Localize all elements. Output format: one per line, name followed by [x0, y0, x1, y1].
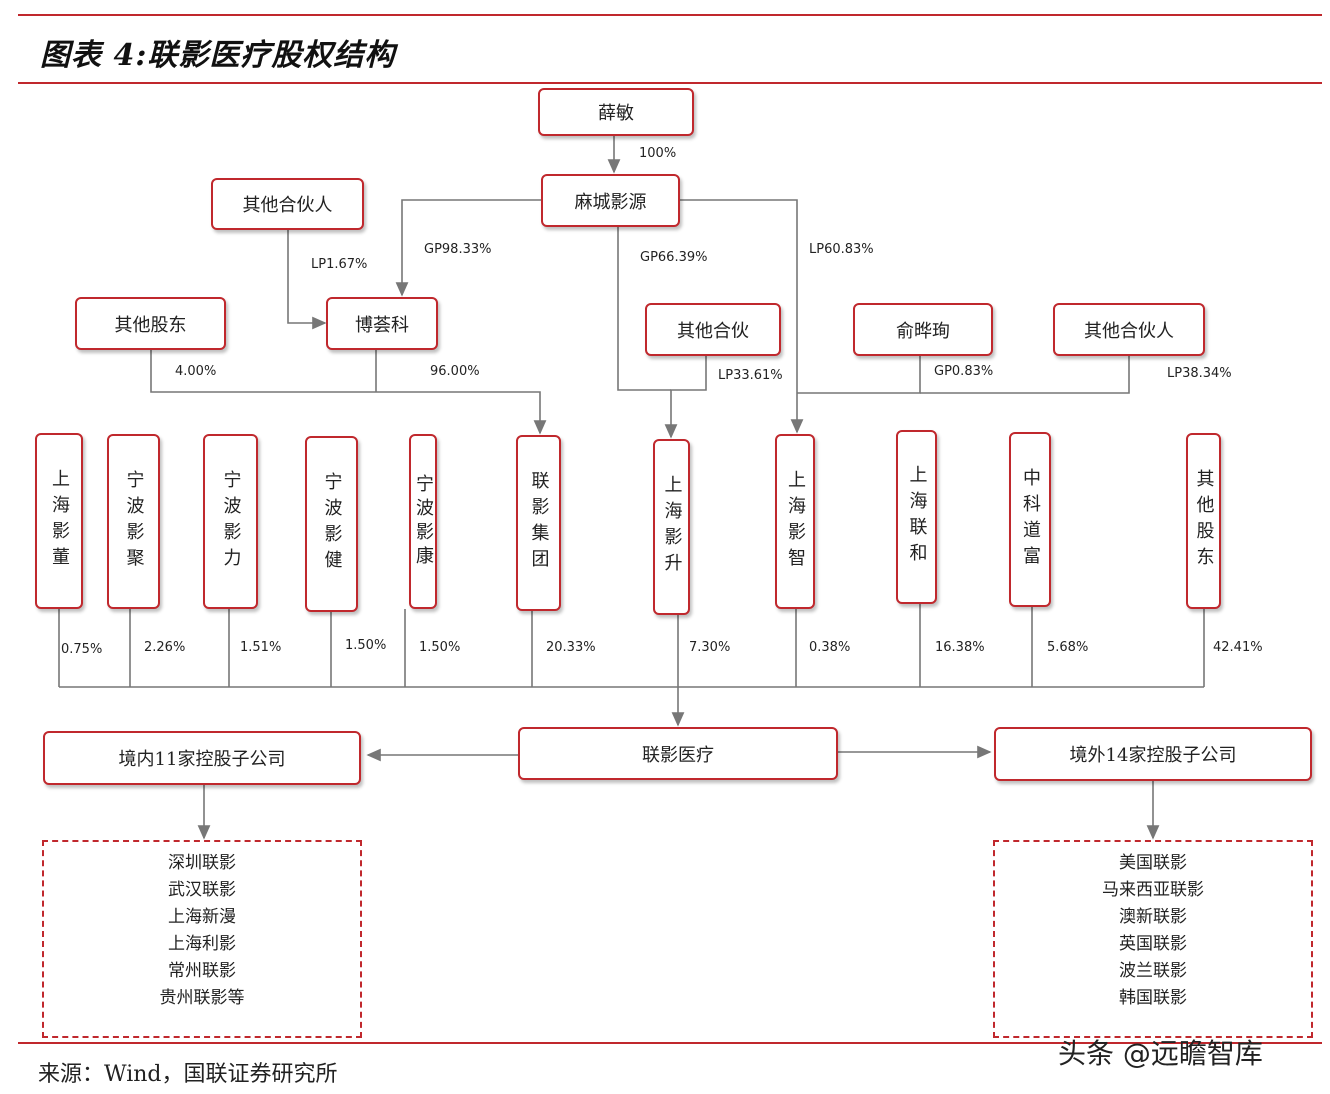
pct-lp-other3: LP38.34%	[1167, 366, 1232, 381]
line-group-merge	[150, 350, 547, 435]
node-nb-yingju: 宁波影聚	[107, 434, 160, 609]
pct-lp-yingzhi: LP60.83%	[809, 242, 874, 257]
node-overseas-subs: 境外14家控股子公司	[994, 727, 1312, 781]
node-nb-yingli: 宁波影力	[203, 434, 258, 609]
node-other-shareholders-2: 其他股东	[1186, 433, 1221, 609]
chart-title: 图表 4:联影医疗股权结构	[40, 38, 396, 73]
list-item: 澳新联影	[1119, 907, 1187, 927]
pct-nb-yingjian: 1.50%	[345, 638, 387, 653]
pct-lp-other-partners: LP1.67%	[311, 257, 368, 272]
list-item: 上海新漫	[168, 907, 236, 927]
top-rule	[18, 14, 1322, 16]
list-item: 深圳联影	[168, 853, 236, 873]
pct-other-shareholders-2: 42.41%	[1213, 640, 1263, 655]
line-partners-bochuanke	[287, 230, 327, 330]
line-macheng-yingzhi	[680, 199, 804, 434]
pct-sh-yingdong: 0.75%	[61, 642, 103, 657]
pct-lianying-group: 20.33%	[546, 640, 596, 655]
pct-sh-yingsheng: 7.30%	[689, 640, 731, 655]
node-yu-xuxu: 俞晔珣	[853, 303, 993, 356]
pct-other-shareholders-group: 4.00%	[175, 364, 217, 379]
node-lianying-group: 联影集团	[516, 435, 561, 611]
node-united-imaging: 联影医疗	[518, 727, 838, 780]
overseas-subsidiary-list: 美国联影 马来西亚联影 澳新联影 英国联影 波兰联影 韩国联影	[993, 840, 1313, 1038]
node-sh-lianhe: 上海联和	[896, 430, 937, 604]
node-other-partners-1: 其他合伙人	[211, 178, 364, 230]
pct-nb-yingli: 1.51%	[240, 640, 282, 655]
node-nb-yingjian: 宁波影健	[305, 436, 358, 612]
node-sh-yingsheng: 上海影升	[653, 439, 690, 615]
node-other-shareholders-1: 其他股东	[75, 297, 226, 350]
line-macheng-bochuanke	[395, 199, 541, 297]
pct-lp-other-partner2: LP33.61%	[718, 368, 783, 383]
list-item: 武汉联影	[168, 880, 236, 900]
node-other-partner-2: 其他合伙	[645, 303, 781, 356]
pct-sh-lianhe: 16.38%	[935, 640, 985, 655]
pct-nb-yingju: 2.26%	[144, 640, 186, 655]
line-yu-yingzhi	[797, 356, 921, 394]
watermark-text: 头条 @远瞻智库	[1058, 1037, 1263, 1070]
domestic-subsidiary-list: 深圳联影 武汉联影 上海新漫 上海利影 常州联影 贵州联影等	[42, 840, 362, 1038]
node-domestic-subs: 境内11家控股子公司	[43, 731, 361, 785]
pct-gp-bochuanke: GP98.33%	[424, 242, 492, 257]
node-xuemin: 薛敏	[538, 88, 694, 136]
list-item: 韩国联影	[1119, 988, 1187, 1008]
pct-gp-yingsheng: GP66.39%	[640, 250, 708, 265]
pct-nb-yingkang: 1.50%	[419, 640, 461, 655]
bottom-rule	[18, 1042, 1322, 1044]
title-rule	[18, 82, 1322, 84]
pct-bochuanke-group: 96.00%	[430, 364, 480, 379]
pct-sh-yingzhi: 0.38%	[809, 640, 851, 655]
pct-xuemin-macheng: 100%	[639, 146, 677, 161]
pct-gp-yu: GP0.83%	[934, 364, 994, 379]
line-partner2-yingsheng	[664, 356, 707, 439]
list-item: 贵州联影等	[159, 988, 245, 1008]
source-note: 来源：Wind，国联证券研究所	[38, 1062, 338, 1087]
node-sh-yingzhi: 上海影智	[775, 434, 815, 609]
line-macheng-yingsheng	[617, 227, 671, 391]
list-item: 英国联影	[1119, 934, 1187, 954]
node-other-partners-3: 其他合伙人	[1053, 303, 1205, 356]
list-item: 波兰联影	[1119, 961, 1187, 981]
node-zhongke-daofu: 中科道富	[1009, 432, 1051, 607]
list-item: 美国联影	[1119, 853, 1187, 873]
list-item: 马来西亚联影	[1102, 880, 1204, 900]
list-item: 常州联影	[168, 961, 236, 981]
node-sh-yingdong: 上海影董	[35, 433, 83, 609]
node-bochuanke: 博荟科	[326, 297, 438, 350]
list-item: 上海利影	[168, 934, 236, 954]
node-nb-yingkang: 宁波影康	[409, 434, 437, 609]
pct-zhongke-daofu: 5.68%	[1047, 640, 1089, 655]
line-other3-yingzhi	[920, 356, 1130, 394]
node-macheng: 麻城影源	[541, 174, 680, 227]
